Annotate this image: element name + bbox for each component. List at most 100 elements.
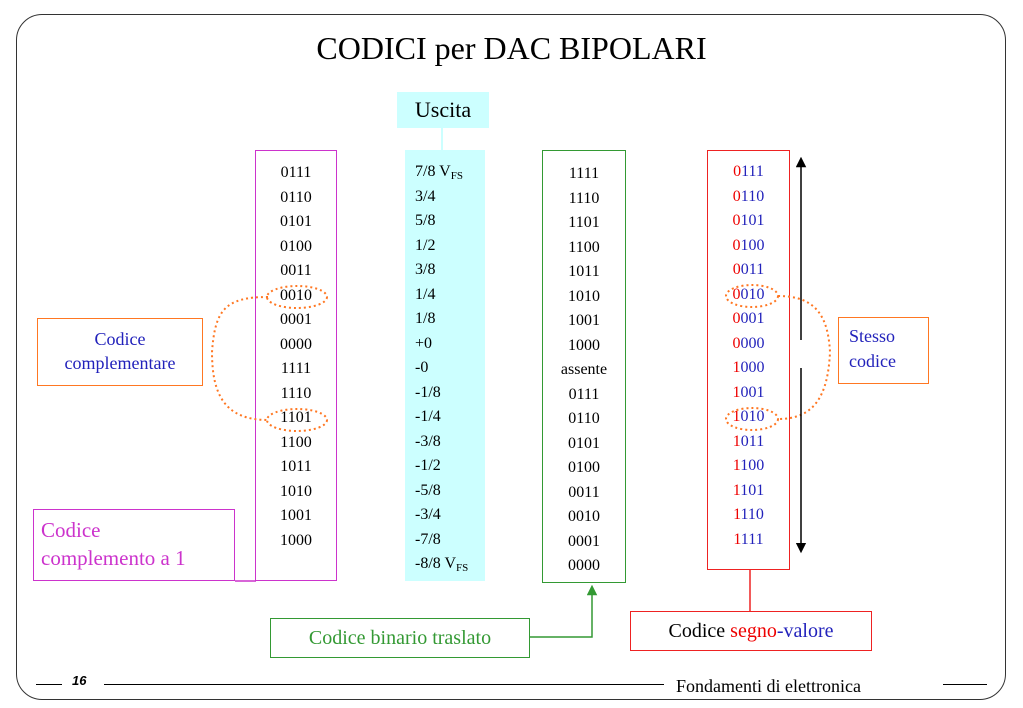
segno-valore-code: 1001: [708, 381, 789, 406]
stesso-line2: codice: [849, 351, 896, 371]
magnitude-bits: 011: [740, 432, 765, 450]
uscita-value-subscript: FS: [450, 170, 463, 182]
uscita-value: 1/2: [415, 236, 436, 254]
highlight-ellipse: [725, 407, 779, 431]
binario-traslato-code: 1001: [568, 312, 600, 329]
sign-bit: 1: [732, 432, 741, 450]
highlight-ellipse: [266, 408, 328, 432]
sign-bit: 0: [732, 285, 741, 303]
uscita-value: -3/8: [415, 432, 441, 450]
complementare-line2: complementare: [64, 353, 176, 373]
complemento-a1-code: 0111: [280, 164, 312, 181]
sign-bit: 0: [732, 334, 741, 352]
complemento-a1-line2: complemento a 1: [41, 546, 186, 570]
uscita-value: 1/8: [415, 310, 436, 327]
uscita-value: 3/8: [415, 261, 436, 278]
sign-bit: 0: [732, 261, 741, 278]
complementare-line1: Codice: [94, 329, 146, 349]
sign-bit: 0: [732, 212, 741, 229]
segno-valore-code: 1000: [708, 356, 789, 381]
sign-bit: 0: [733, 163, 742, 180]
segno-valore-code: 0001: [708, 307, 789, 332]
sign-bit: 1: [732, 359, 741, 376]
stesso-codice-box: Stesso codice: [838, 317, 929, 384]
binario-traslato-code: 1011: [568, 263, 600, 280]
complemento-a1-code: 0001: [280, 311, 312, 328]
traslato-connector: [530, 584, 598, 638]
complemento-a1-code: 0100: [280, 237, 312, 255]
magnitude-bits: 101: [740, 481, 765, 499]
segno-valore-code: 0101: [708, 209, 789, 234]
complementare-curve: [210, 296, 269, 421]
uscita-value: +0: [415, 334, 433, 352]
binario-traslato-code: 1110: [568, 189, 600, 207]
segno-valore-code: 1101: [708, 479, 789, 504]
binario-traslato-code: assente: [560, 361, 608, 378]
uscita-value: -1/2: [415, 457, 441, 474]
complemento-a1-code: 1110: [280, 384, 312, 402]
magnitude-bits: 110: [740, 506, 764, 523]
binario-traslato-code: 0111: [568, 385, 600, 403]
binario-traslato-code: 0011: [568, 483, 600, 501]
complemento-a1-code: 0010: [280, 286, 312, 304]
binario-traslato-code: 1101: [568, 214, 600, 231]
complemento-a1-code: 0110: [280, 188, 312, 206]
complemento-a1-code: 1111: [280, 360, 312, 377]
complemento-a1-code: 0011: [280, 262, 312, 279]
magnitude-bits: 111: [740, 530, 764, 548]
uscita-value: -1/4: [415, 408, 441, 425]
segno-label-part3: -valore: [776, 620, 834, 642]
uscita-value-text: 7/8 V: [415, 163, 451, 180]
codice-complementare-box: Codice complementare: [37, 318, 203, 386]
footer-line-middle: [104, 684, 664, 685]
magnitude-bits: 001: [740, 383, 765, 401]
segno-valore-code: 1111: [708, 528, 789, 553]
segno-label-part1: Codice: [668, 620, 731, 642]
uscita-value-subscript: FS: [456, 562, 469, 574]
uscita-value: 3/4: [415, 187, 436, 205]
sign-bit: 1: [732, 457, 741, 474]
footer-line-right: [943, 684, 987, 685]
magnitude-bits: 000: [740, 359, 765, 376]
complemento-a1-code: 1011: [280, 458, 312, 475]
complemento-a1-code: 1001: [280, 507, 312, 524]
uscita-value: 5/8: [415, 212, 436, 229]
segno-valore-label-box: Codice segno-valore: [630, 611, 872, 651]
uscita-value: 7/8 VFS: [415, 160, 485, 185]
uscita-value: -0: [415, 359, 429, 376]
binario-traslato-code: 0100: [568, 459, 600, 476]
sign-bit: 0: [732, 187, 741, 205]
uscita-value: 1/4: [415, 285, 436, 303]
segno-valore-code: 0011: [708, 258, 789, 283]
magnitude-bits: 011: [740, 261, 765, 278]
footer-line-left: [36, 684, 62, 685]
binario-traslato-code: 1100: [568, 238, 600, 256]
magnitude-bits: 010: [740, 285, 765, 303]
complemento-a1-code: 0101: [280, 213, 312, 230]
page-number: 16: [72, 673, 87, 688]
uscita-value-text: -8/8 V: [415, 555, 457, 572]
binario-traslato-code: 1000: [568, 336, 600, 354]
binario-traslato-code: 0001: [568, 532, 600, 550]
segno-valore-code: 0111: [708, 160, 789, 185]
sign-bit: 1: [733, 530, 741, 548]
sign-bit: 1: [732, 383, 741, 401]
sign-bit: 1: [733, 506, 741, 523]
magnitude-bits: 010: [740, 408, 765, 425]
uscita-connector: [441, 128, 443, 150]
segno-valore-code: 1011: [708, 430, 789, 455]
magnitude-bits: 000: [740, 334, 765, 352]
segno-valore-code: 0100: [708, 234, 789, 259]
complemento-a1-code: 1000: [280, 531, 312, 549]
segno-valore-code: 0010: [708, 283, 789, 308]
uscita-value: -1/8: [415, 383, 441, 401]
highlight-ellipse: [725, 284, 779, 308]
magnitude-bits: 100: [740, 457, 765, 474]
binario-traslato-code: 0101: [568, 434, 600, 452]
magnitude-bits: 100: [740, 236, 765, 254]
segno-label-part2: segno: [730, 620, 777, 642]
binario-traslato-code: 1010: [568, 287, 600, 305]
